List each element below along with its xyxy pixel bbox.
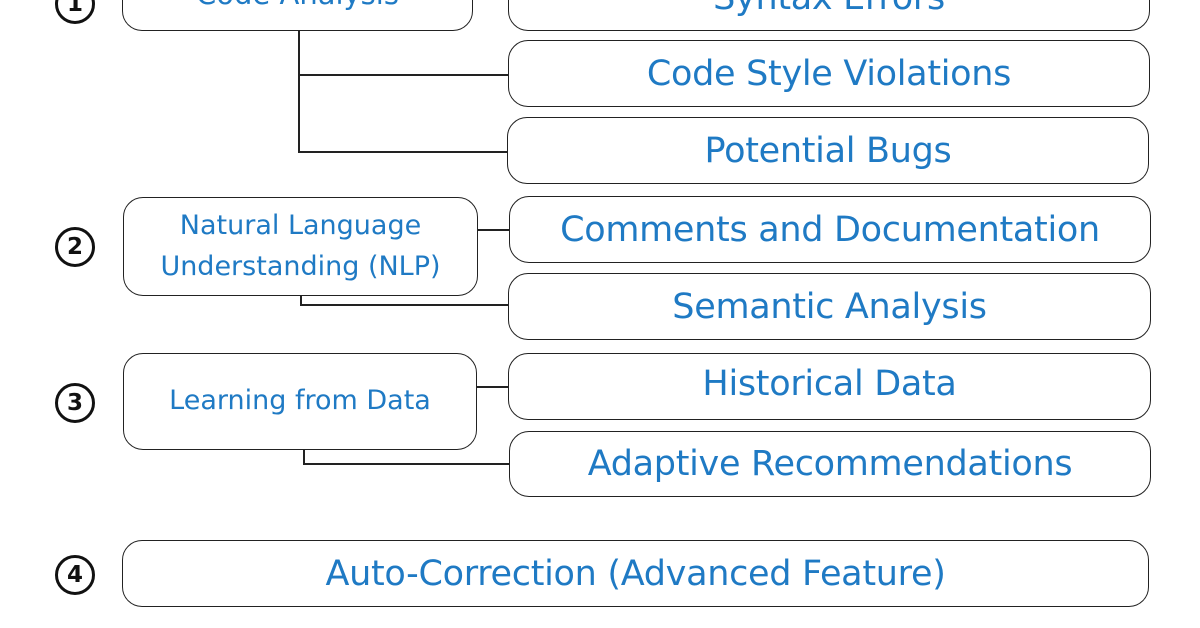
node-learning-from-data: Learning from Data (123, 353, 477, 450)
step-number-3: 3 (55, 383, 95, 423)
connector (303, 450, 305, 464)
connector (478, 229, 509, 231)
connector (303, 463, 509, 465)
connector (300, 304, 508, 306)
step-number-2: 2 (55, 227, 95, 267)
node-historical-data: Historical Data (508, 353, 1151, 420)
connector (298, 74, 508, 76)
node-comments-documentation: Comments and Documentation (509, 196, 1151, 263)
node-adaptive-recommendations: Adaptive Recommendations (509, 431, 1151, 497)
connector (300, 296, 302, 306)
connector (477, 386, 508, 388)
node-semantic-analysis: Semantic Analysis (508, 273, 1151, 340)
node-potential-bugs: Potential Bugs (507, 117, 1149, 184)
node-code-analysis: Code Analysis (122, 0, 473, 31)
node-syntax-errors: Syntax Errors (508, 0, 1150, 31)
connector (298, 31, 300, 153)
step-number-4: 4 (55, 555, 95, 595)
node-auto-correction: Auto-Correction (Advanced Feature) (122, 540, 1149, 607)
connector (298, 151, 508, 153)
node-nlp: Natural Language Understanding (NLP) (123, 197, 478, 296)
step-number-1: 1 (55, 0, 95, 24)
node-code-style-violations: Code Style Violations (508, 40, 1150, 107)
